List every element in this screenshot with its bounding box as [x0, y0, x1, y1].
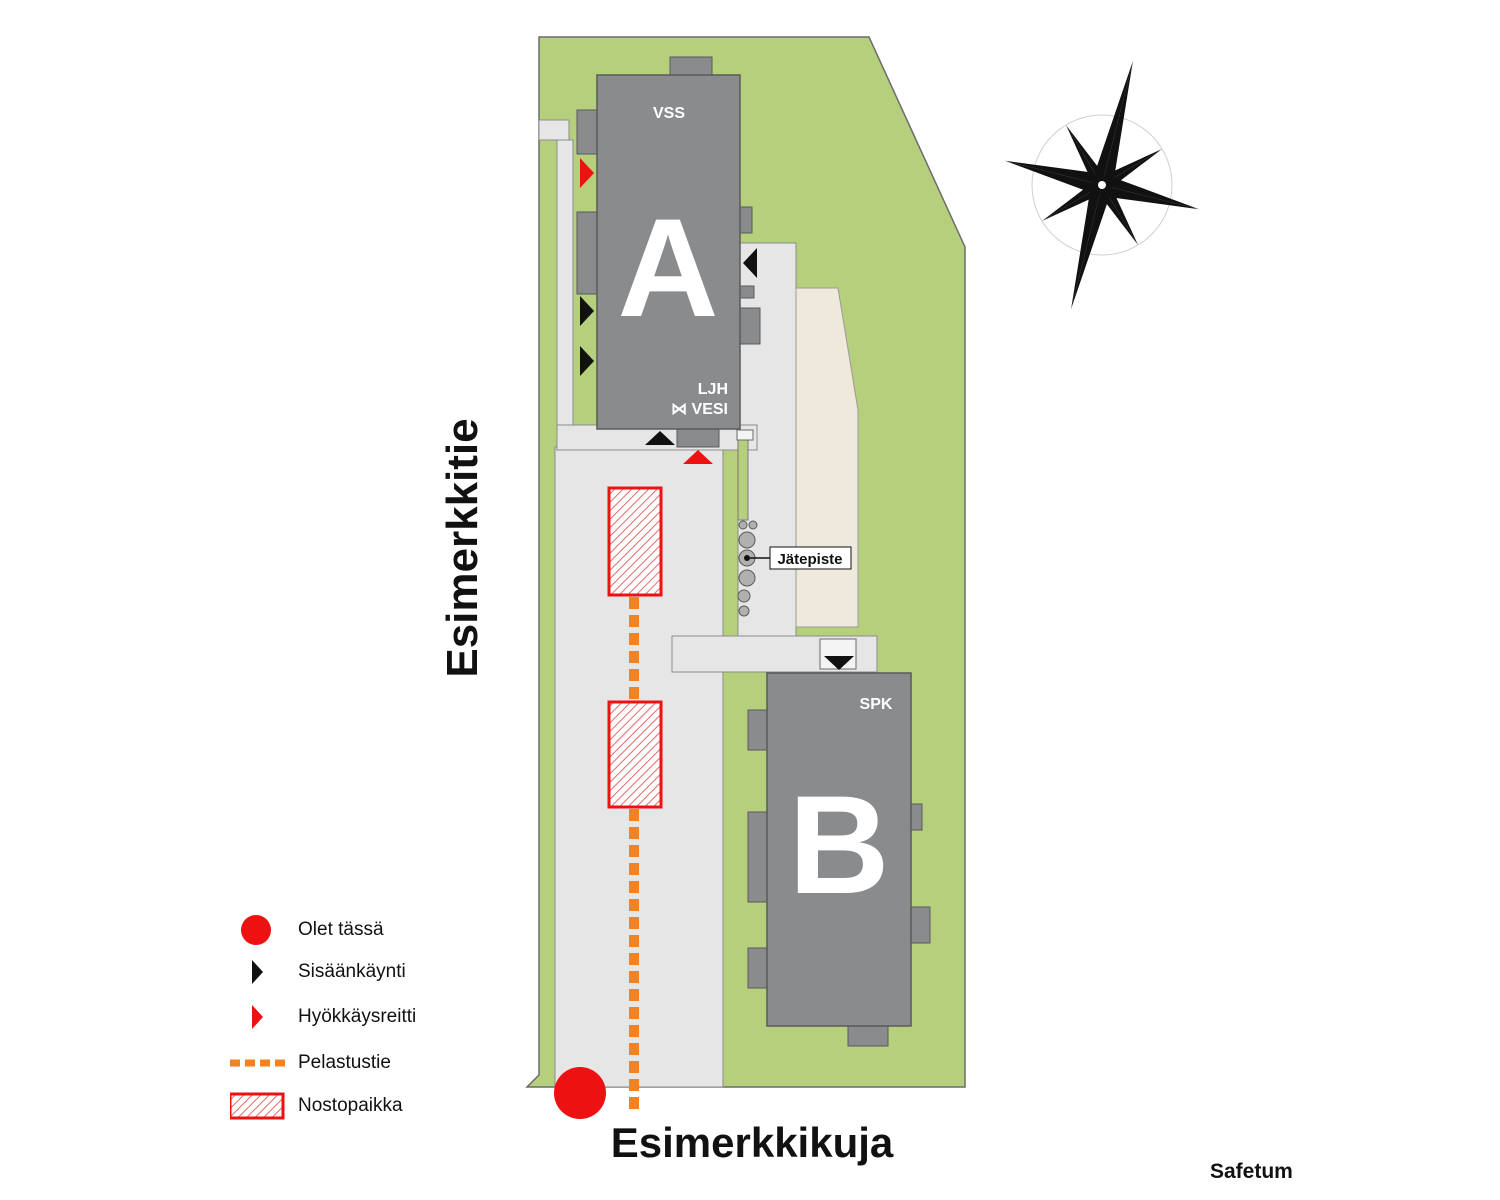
attack-route-markers — [580, 158, 713, 464]
building-b — [747, 672, 931, 1047]
red-triangle-icon — [252, 1005, 263, 1029]
legend-label: Hyökkäysreitti — [298, 1006, 417, 1027]
attack-route-marker-a-west — [580, 158, 594, 188]
grass-strip — [737, 439, 749, 521]
entrance-markers — [580, 248, 854, 670]
red-dot-icon — [241, 915, 271, 945]
black-triangle-icon — [252, 960, 263, 984]
hoisting-place-1 — [607, 486, 663, 597]
entrance-marker-b-north — [824, 656, 854, 670]
brand-logo-text: Safetum — [1210, 1160, 1293, 1183]
building-a-label-ljh: LJH — [698, 381, 728, 398]
waste-point-marker — [744, 555, 750, 561]
legend-label: Nostopaikka — [298, 1095, 403, 1116]
hatched-rect-icon — [230, 1092, 285, 1120]
entrance-marker-a-east — [743, 248, 757, 278]
building-b-letter: B — [788, 766, 889, 923]
sand-area — [795, 287, 859, 628]
legend-item-attack-route: Hyökkäysreitti — [230, 1002, 490, 1032]
entrance-marker-a-south — [645, 431, 675, 445]
walkway-west — [556, 139, 574, 451]
road-label-esimerkkikuja: Esimerkkikuja — [610, 1119, 894, 1166]
legend-label: Pelastustie — [298, 1052, 391, 1073]
waste-point-label: Jätepiste — [777, 551, 842, 568]
entrance-path-left — [538, 119, 570, 141]
stair-small — [736, 429, 754, 441]
legend-item-rescue-route: Pelastustie — [230, 1048, 490, 1078]
you-are-here-marker — [554, 1067, 606, 1119]
legend-item-hoisting-place: Nostopaikka — [230, 1091, 490, 1121]
entrance-marker-a-west-1 — [580, 296, 594, 326]
waste-point-box — [769, 546, 852, 570]
road-label-esimerkkitie: Esimerkkitie — [438, 418, 487, 678]
building-b-top-label: SPK — [860, 696, 893, 713]
legend-item-you-are-here: Olet tässä — [230, 915, 490, 945]
legend-label: Sisäänkäynti — [298, 961, 406, 982]
building-a-label-vesi: ⋈ VESI — [671, 401, 728, 418]
attack-route-marker-a-south — [683, 450, 713, 464]
legend-label: Olet tässä — [298, 919, 384, 940]
legend-item-entrance: Sisäänkäynti — [230, 957, 490, 987]
building-a — [576, 56, 761, 448]
building-a-top-label: VSS — [653, 105, 685, 122]
hoisting-place-2 — [607, 700, 663, 809]
building-a-letter: A — [617, 189, 718, 346]
orange-dashes-icon — [230, 1059, 286, 1067]
entrance-marker-a-west-2 — [580, 346, 594, 376]
compass-rose-icon — [1004, 60, 1200, 310]
